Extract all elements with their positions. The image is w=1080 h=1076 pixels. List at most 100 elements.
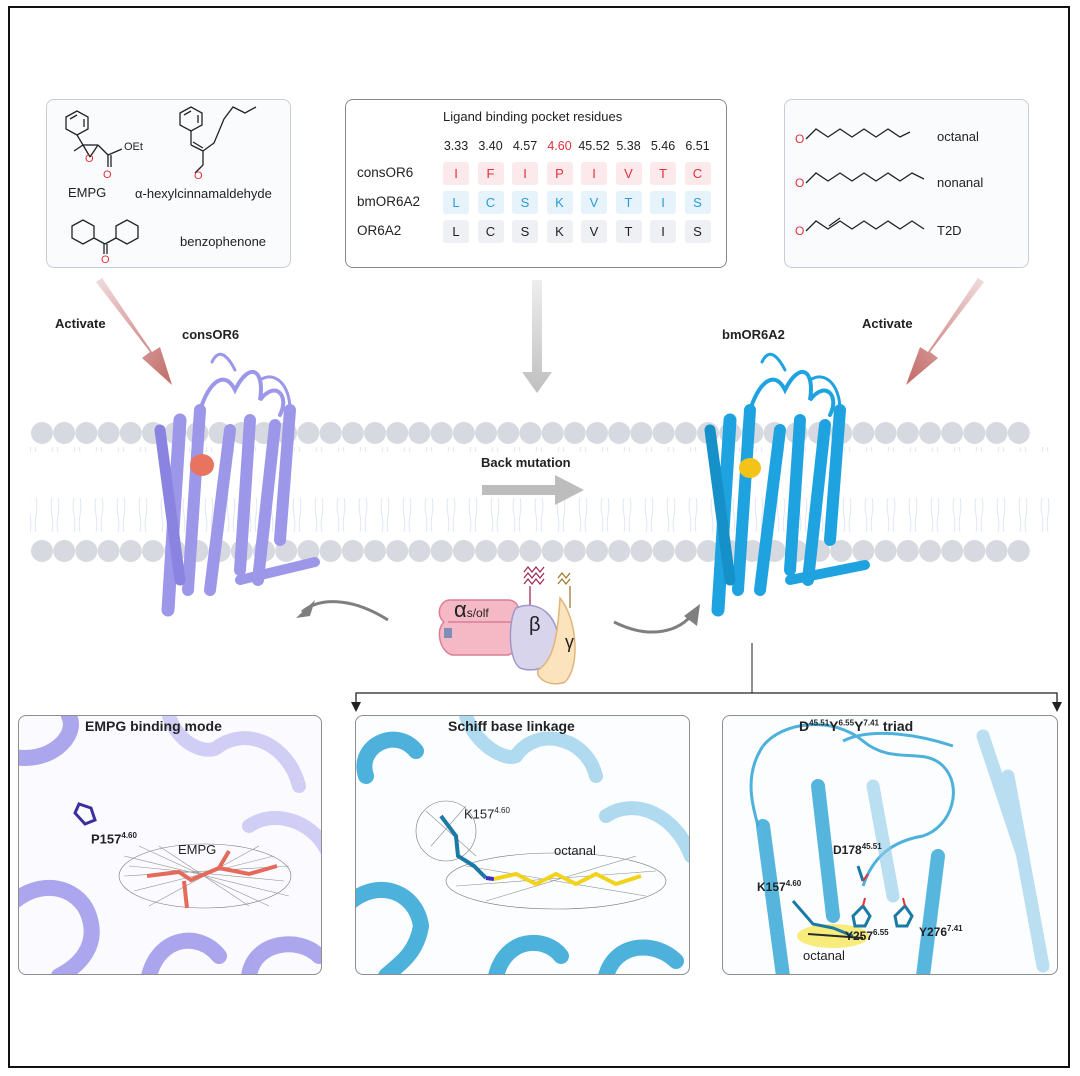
pocket-row-label: OR6A2 — [357, 223, 402, 238]
lipid-head — [919, 422, 941, 444]
lipid-head — [75, 540, 98, 562]
pocket-residue-cell: C — [684, 162, 711, 185]
lipid-head — [963, 422, 986, 444]
ligand-box-bmOR6A2 — [784, 99, 1029, 268]
lipid-head — [608, 422, 631, 444]
lipid-head — [319, 540, 342, 562]
ggamma-label: γ — [565, 632, 574, 652]
pocket-row-label: consOR6 — [357, 165, 414, 180]
pocket-residue-cell: L — [443, 220, 469, 243]
lipid-head — [630, 540, 653, 562]
lipid-head — [586, 540, 608, 562]
panel2-helices — [356, 716, 689, 974]
lipid-head — [697, 540, 719, 562]
pocket-residue-cell: C — [477, 220, 504, 243]
pocket-residue-cell: I — [650, 191, 676, 214]
lipid-head — [541, 540, 564, 562]
pocket-position-1: 3.40 — [478, 139, 503, 153]
lipid-head — [408, 422, 431, 444]
hexyl-o: O — [194, 170, 203, 182]
lipid-head — [475, 422, 497, 444]
pocket-row-label: bmOR6A2 — [357, 194, 421, 209]
empg-label: EMPG — [68, 185, 107, 200]
galpha-label: αs/olf — [454, 597, 489, 622]
pocket-position-3: 4.60 — [547, 139, 572, 153]
lipid-head — [97, 540, 120, 562]
lipid-head — [497, 540, 520, 562]
lipid-head — [674, 422, 697, 444]
lipid-head — [941, 540, 964, 562]
lipid-head — [142, 540, 164, 562]
empg-structure — [65, 110, 123, 167]
t2d-label: T2D — [937, 223, 962, 238]
panel1-title: EMPG binding mode — [85, 718, 222, 734]
lipid-head — [341, 540, 364, 562]
lipid-head — [1007, 540, 1030, 562]
panel-schiff-base: Schiff base linkage K1574.60 octanal — [355, 715, 690, 975]
activate-label-right: Activate — [862, 316, 913, 331]
lipid-head — [31, 540, 53, 562]
lipid-head — [430, 540, 453, 562]
aldehyde-structures — [805, 128, 925, 232]
lipid-head — [519, 422, 542, 444]
lipid-head — [475, 540, 497, 562]
pocket-residue-cell: I — [650, 220, 676, 243]
lipid-head — [119, 540, 142, 562]
nonanal-o: O — [795, 176, 805, 190]
lipid-head — [386, 422, 409, 444]
pocket-position-7: 6.51 — [685, 139, 710, 153]
pocket-residue-cell: I — [581, 162, 607, 185]
lipid-head — [364, 540, 386, 562]
lipid-head — [297, 422, 320, 444]
lipid-head — [75, 422, 98, 444]
lipid-head — [386, 540, 409, 562]
panel3-ligand-label: octanal — [803, 948, 845, 963]
lipid-head — [941, 422, 964, 444]
lipid-head — [985, 540, 1008, 562]
panel3-k157-label: K1574.60 — [757, 879, 802, 894]
lipid-head — [630, 422, 653, 444]
lipid-head — [652, 422, 675, 444]
empg-carbonyl-o: O — [103, 169, 112, 181]
octanal-o: O — [795, 132, 805, 146]
panel2-ligand-label: octanal — [554, 843, 596, 858]
pocket-residue-cell: L — [443, 191, 469, 214]
panel3-title: D45.51Y6.55Y7.41 triad — [799, 718, 914, 734]
hexylcinnamaldehyde-label: α-hexylcinnamaldehyde — [135, 186, 272, 201]
panel3-structure — [749, 723, 1050, 974]
lipid-head — [297, 540, 320, 562]
pocket-residue-cell: V — [581, 220, 607, 243]
lipid-head — [319, 422, 342, 444]
benzophenone-o: O — [101, 254, 110, 266]
lipid-head — [53, 540, 76, 562]
pocket-position-6: 5.46 — [650, 139, 676, 153]
lipid-head — [563, 540, 586, 562]
bmOR6A2-receptor — [704, 352, 870, 617]
panel1-ligand-label: EMPG — [178, 842, 217, 857]
lipid-head — [830, 540, 853, 562]
back-mutation-label: Back mutation — [481, 455, 571, 470]
hexylcinnamaldehyde-structure — [179, 106, 257, 174]
lipid-head — [852, 422, 875, 444]
lipid-head — [896, 540, 919, 562]
t2d-o: O — [795, 224, 805, 238]
lipid-head — [31, 422, 53, 444]
gbeta-label: β — [529, 614, 541, 636]
lipid-head — [408, 540, 431, 562]
panel3-d178-label: D17845.51 — [833, 842, 882, 857]
pocket-residue-cell: K — [546, 220, 573, 243]
pocket-title: Ligand binding pocket residues — [443, 109, 623, 124]
lipid-head — [119, 422, 142, 444]
activate-label-left: Activate — [55, 316, 106, 331]
panel-dyy-triad: D45.51Y6.55Y7.41 triad D17845.51 K1574.6… — [722, 715, 1058, 975]
lipid-head — [430, 422, 453, 444]
lipid-head — [674, 540, 697, 562]
pocket-residue-cell: I — [512, 162, 538, 185]
lipid-head — [364, 422, 386, 444]
pocket-residue-cell: S — [512, 220, 538, 243]
lipid-head — [1007, 422, 1030, 444]
lipid-head — [919, 540, 941, 562]
lipid-head — [341, 422, 364, 444]
pocket-residue-cell: K — [546, 191, 573, 214]
pocket-position-2: 4.57 — [512, 139, 538, 153]
